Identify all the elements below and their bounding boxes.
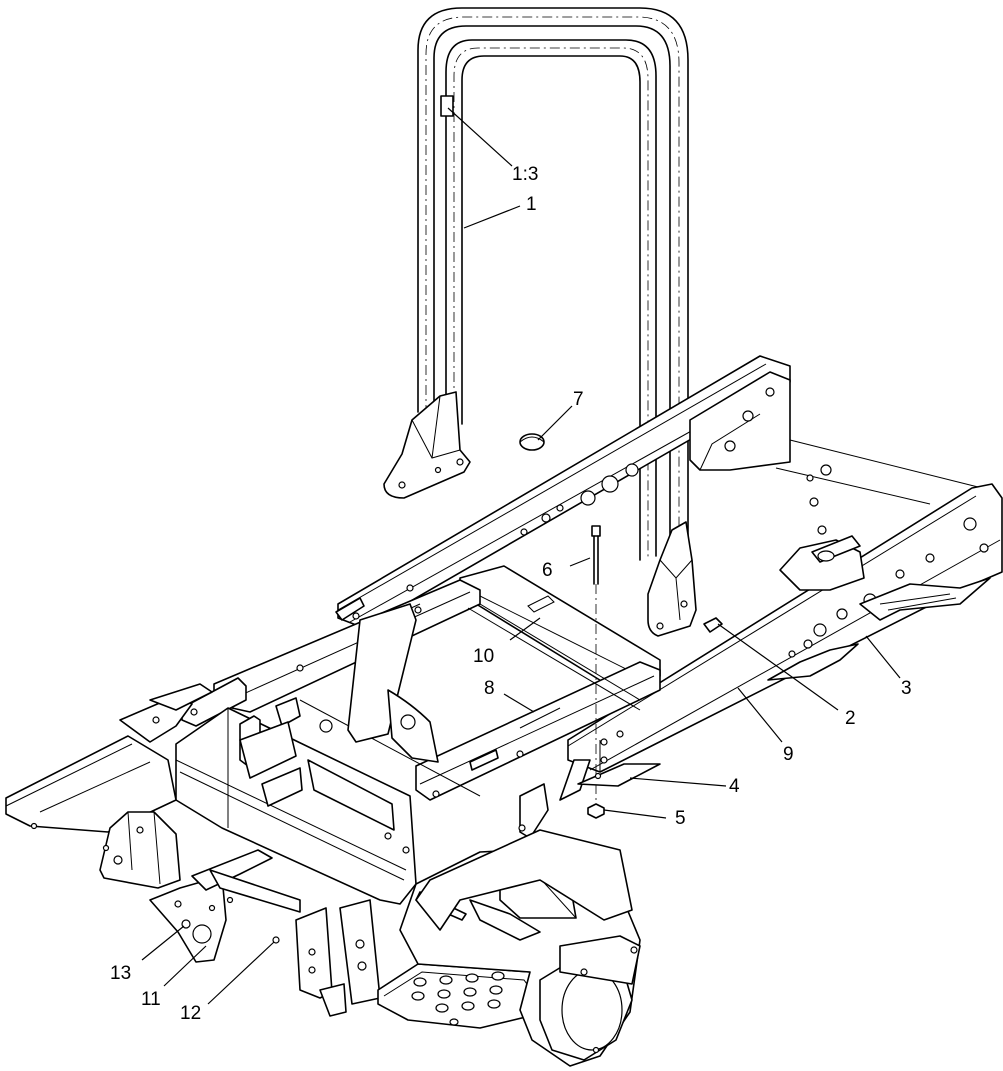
callout-1: 1	[526, 194, 537, 215]
main-frame	[5, 355, 1003, 1067]
footrest-holes	[411, 971, 505, 1026]
callout-5: 5	[675, 808, 686, 829]
hardware-parts	[181, 433, 723, 944]
callout-9: 9	[783, 744, 794, 765]
callout-1-3: 1:3	[512, 164, 538, 185]
callout-10: 10	[473, 646, 494, 667]
callout-8: 8	[484, 678, 495, 699]
roll-bar	[383, 7, 697, 637]
callout-7: 7	[573, 389, 584, 410]
callout-11: 11	[141, 989, 161, 1010]
callout-labels: 1:3 1 7 6 10 8 3 2 9 4 5 13 11 12	[110, 164, 912, 1024]
leader-lines	[141, 107, 901, 1005]
callout-6: 6	[542, 560, 553, 581]
callout-2: 2	[845, 708, 856, 729]
callout-12: 12	[180, 1003, 201, 1024]
callout-13: 13	[110, 963, 131, 984]
callout-4: 4	[729, 776, 740, 797]
callout-3: 3	[901, 678, 912, 699]
